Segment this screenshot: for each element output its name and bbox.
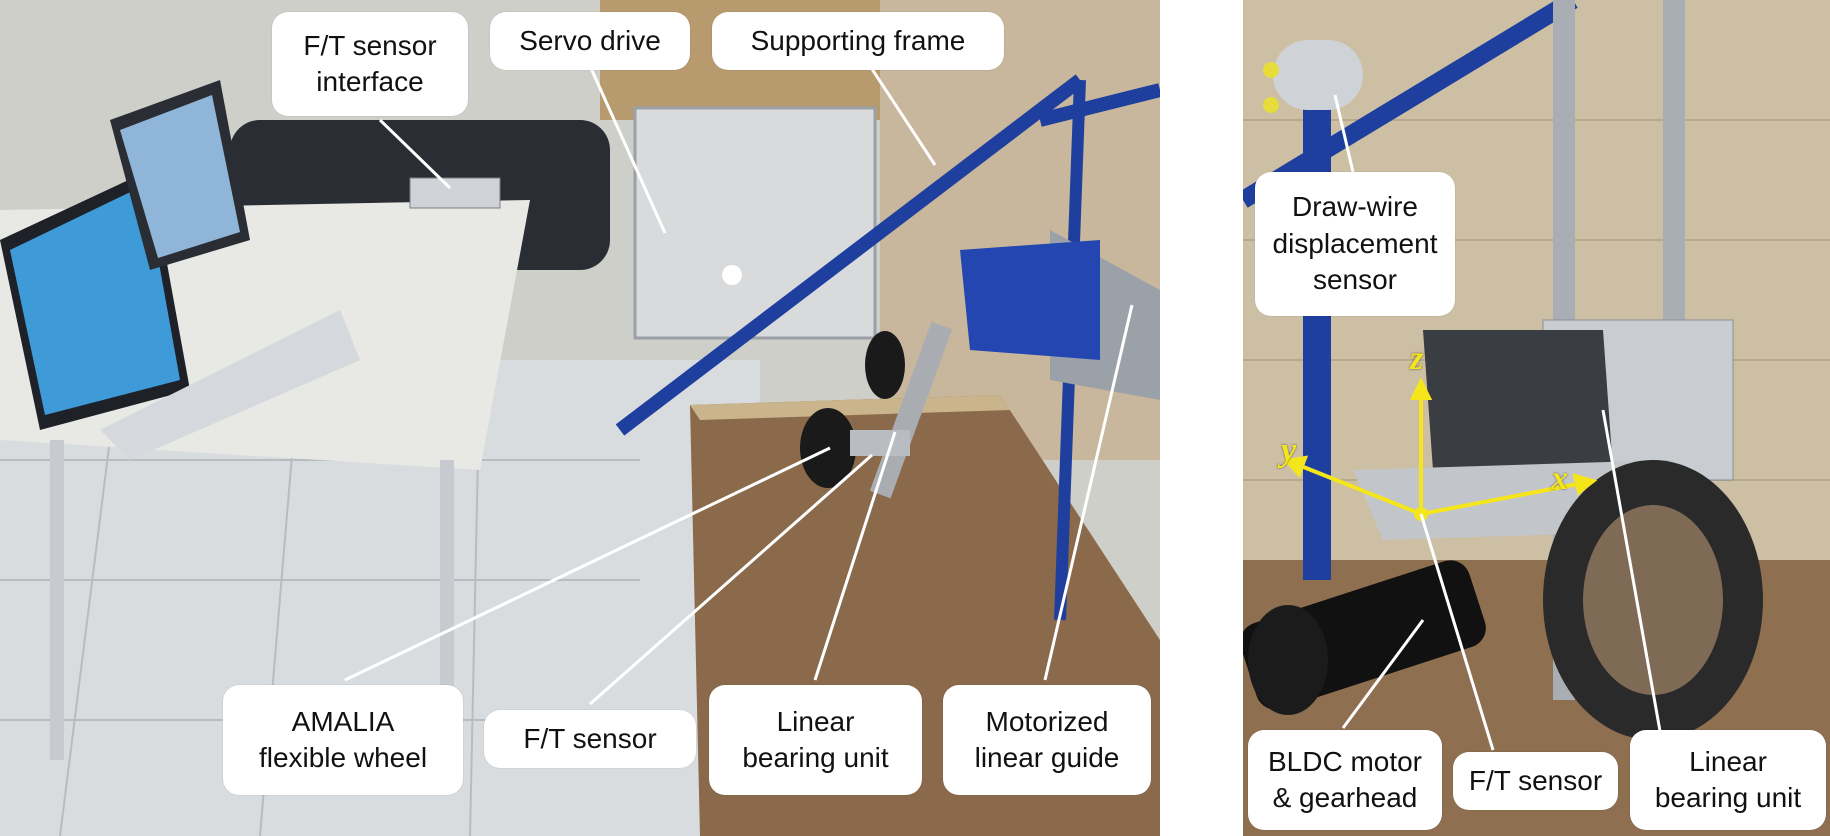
supporting-frame-beam <box>1243 0 1578 208</box>
cabinet-light <box>722 265 742 285</box>
ft-interface-box <box>409 177 501 209</box>
cable-bag <box>1423 330 1613 470</box>
wheel-hub <box>1583 505 1723 695</box>
laptop-display <box>10 185 180 415</box>
draw-wire-displacement-sensor-label: Draw-wire displacement sensor <box>1255 172 1455 316</box>
bin-edge <box>690 395 1010 420</box>
draw-wire-bolt <box>1263 97 1279 113</box>
supporting-frame-beam <box>615 74 1085 436</box>
linear-bearing-unit-label: Linear bearing unit <box>709 685 922 795</box>
right-leader-lines <box>1333 94 1665 751</box>
laptop-display-back <box>120 95 240 258</box>
bldc-motor-gearhead-label: BLDC motor & gearhead <box>1248 730 1442 830</box>
supporting-frame-post <box>1303 60 1331 580</box>
left-leader-lines <box>344 65 1134 706</box>
left-lab-photo <box>0 0 1160 836</box>
right-photo-panel: z x y Draw-wire displacement sensor BLDC… <box>1243 0 1830 836</box>
x-axis-line <box>1420 482 1579 516</box>
supporting-frame-top <box>1038 83 1160 127</box>
right-closeup-photo <box>1243 0 1830 836</box>
amalia-flexible-wheel-label: AMALIA flexible wheel <box>223 685 463 795</box>
table-leg <box>50 440 64 760</box>
servo-drive-cabinet <box>633 106 877 340</box>
ft-sensor-body <box>850 430 910 456</box>
ft-sensor-interface-label: F/T sensor interface <box>272 12 468 116</box>
linear-bearing-unit-label-right: Linear bearing unit <box>1630 730 1826 830</box>
ft-sensor-label: F/T sensor <box>484 710 696 768</box>
y-axis-line <box>1300 464 1422 516</box>
supporting-frame-label: Supporting frame <box>712 12 1004 70</box>
z-axis-arrowhead <box>1409 377 1433 400</box>
motorized-linear-guide-label: Motorized linear guide <box>943 685 1151 795</box>
x-axis-arrowhead <box>1572 473 1598 496</box>
y-axis-arrowhead <box>1283 455 1309 478</box>
servo-drive-label: Servo drive <box>490 12 690 70</box>
left-photo-panel: F/T sensor interface Servo drive Support… <box>0 0 1160 836</box>
carriage-plate <box>960 240 1100 360</box>
x-axis-label: x <box>1551 460 1568 497</box>
motor-end-cap <box>1248 605 1328 715</box>
draw-wire-bolt <box>1263 62 1279 78</box>
laptop-keyboard <box>100 310 360 460</box>
ft-sensor-label-right: F/T sensor <box>1453 752 1618 810</box>
y-axis-label: y <box>1281 432 1297 469</box>
draw-wire-sensor-body <box>1273 40 1363 110</box>
z-axis-label: z <box>1410 340 1424 377</box>
coordinate-axes <box>1283 377 1598 521</box>
aux-wheel <box>865 331 905 399</box>
